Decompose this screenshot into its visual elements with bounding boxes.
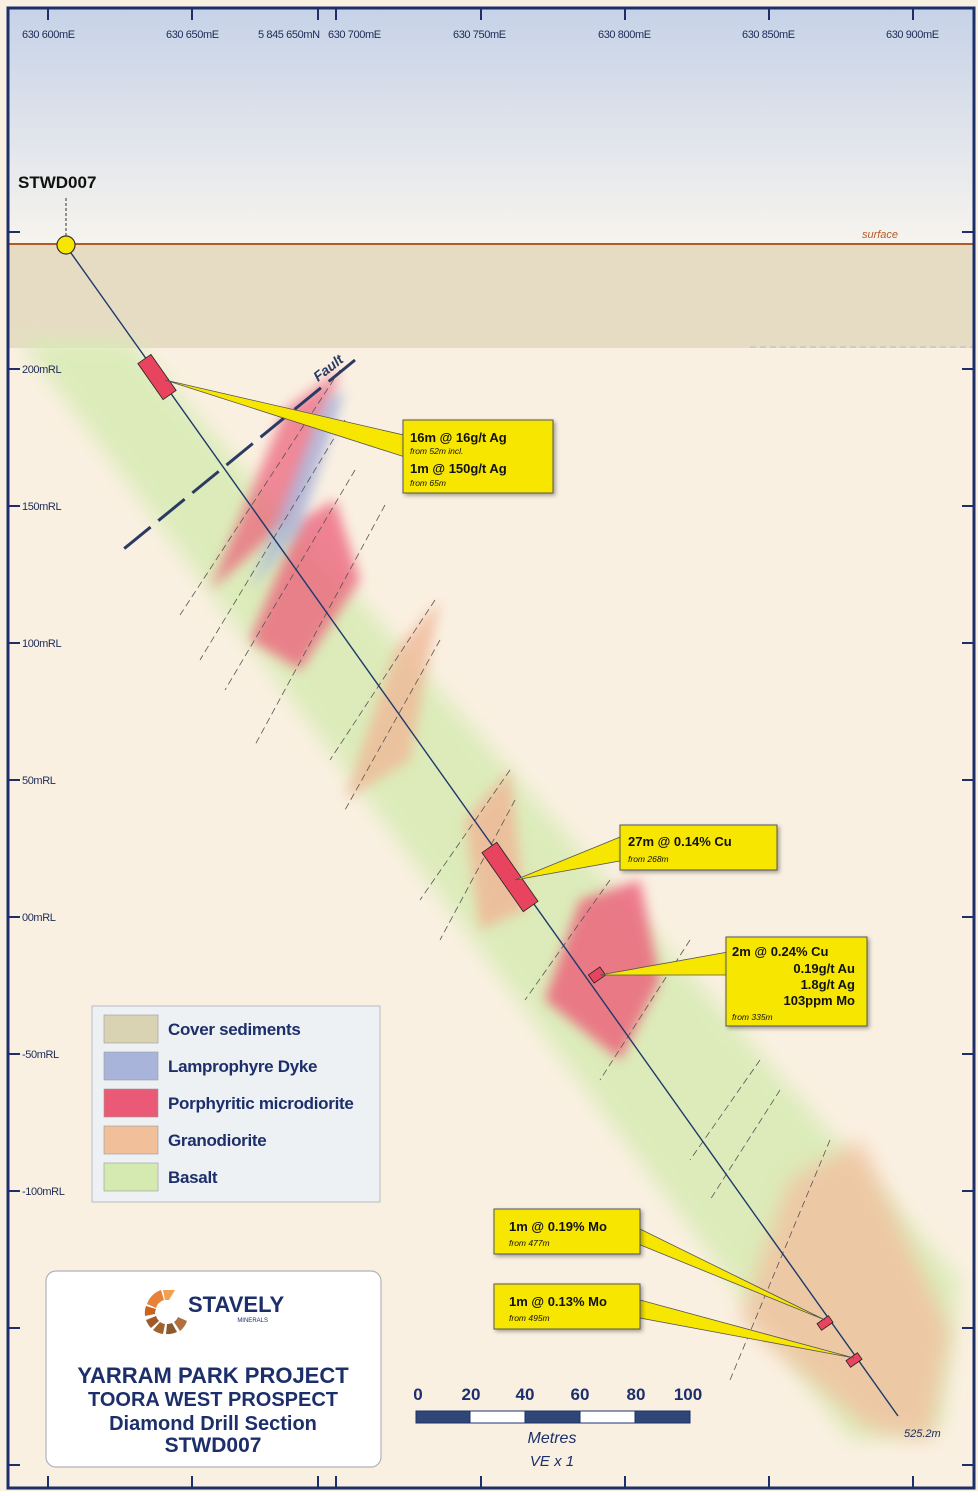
title-line-section: Diamond Drill Section bbox=[109, 1413, 317, 1435]
surface-label: surface bbox=[862, 229, 898, 241]
legend-label: Porphyritic microdiorite bbox=[168, 1094, 354, 1113]
legend-swatch bbox=[103, 1125, 159, 1155]
intercept-marker-2 bbox=[481, 841, 539, 913]
scale-tick-label: 60 bbox=[571, 1385, 590, 1404]
callout-4-sub-1: from 477m bbox=[509, 1238, 550, 1248]
hole-end-depth: 525.2m bbox=[904, 1428, 941, 1440]
scale-seg-5 bbox=[634, 1410, 691, 1424]
callout-5: 1m @ 0.13% Mo from 495m bbox=[493, 1283, 641, 1330]
top-axis-label-6: 630 800mE bbox=[598, 29, 651, 41]
lamprophyre-dyke bbox=[250, 390, 345, 590]
intercept-markers bbox=[137, 353, 863, 1368]
callout-1-sub-2: from 65m bbox=[410, 478, 446, 488]
scale-tick-label: 100 bbox=[674, 1385, 702, 1404]
scale-tick-label: 80 bbox=[627, 1385, 646, 1404]
title-block-box bbox=[45, 1270, 382, 1468]
scale-seg-2 bbox=[469, 1410, 526, 1424]
map-frame bbox=[6, 6, 976, 1490]
callout-4: 1m @ 0.19% Mo from 477m bbox=[493, 1208, 641, 1255]
top-axis: 630 600mE 630 650mE 5 845 650mN 630 700m… bbox=[22, 8, 939, 41]
drill-hole-trace bbox=[65, 245, 899, 1417]
callout-3: 2m @ 0.24% Cu 0.19g/t Au 1.8g/t Ag 103pp… bbox=[725, 936, 868, 1027]
intercept-marker-4 bbox=[816, 1315, 834, 1331]
title-line-hole: STWD007 bbox=[165, 1434, 262, 1457]
callout-1-line-2: 1m @ 150g/t Ag bbox=[410, 461, 507, 476]
cover-sediments-layer bbox=[8, 244, 974, 348]
title-block: STAVELY MINERALS YARRAM PARK PROJECT TOO… bbox=[45, 1270, 382, 1468]
callout-1: 16m @ 16g/t Ag from 52m incl. 1m @ 150g/… bbox=[402, 419, 554, 494]
legend-label: Basalt bbox=[168, 1168, 218, 1187]
granodiorite-zone-3 bbox=[740, 1140, 950, 1440]
legend-label: Granodiorite bbox=[168, 1131, 266, 1150]
callout-3-line-3: 1.8g/t Ag bbox=[801, 977, 855, 992]
scale-tick-label: 40 bbox=[516, 1385, 535, 1404]
top-axis-label-4: 630 700mE bbox=[328, 29, 381, 41]
logo-wordmark: STAVELY bbox=[188, 1292, 285, 1317]
callout-1-sub-1: from 52m incl. bbox=[410, 446, 463, 456]
callout-4-line-1: 1m @ 0.19% Mo bbox=[509, 1219, 607, 1234]
scale-bar: 0 20 40 60 80 100 Metres VE x 1 bbox=[413, 1385, 702, 1470]
legend-swatch bbox=[103, 1051, 159, 1081]
callout-5-sub-1: from 495m bbox=[509, 1313, 550, 1323]
scale-ve-label: VE x 1 bbox=[530, 1453, 574, 1470]
sky-background bbox=[8, 8, 974, 244]
left-axis-label-4: 50mRL bbox=[22, 775, 56, 787]
callout-1-line-1: 16m @ 16g/t Ag bbox=[410, 430, 507, 445]
left-axis-label-5: 00mRL bbox=[22, 912, 56, 924]
callout-2: 27m @ 0.14% Cu from 268m bbox=[619, 824, 778, 871]
callout-3-line-4: 103ppm Mo bbox=[783, 993, 855, 1008]
left-axis-label-3: 100mRL bbox=[22, 638, 61, 650]
scale-tick-label: 20 bbox=[462, 1385, 481, 1404]
scale-seg-4 bbox=[579, 1410, 636, 1424]
left-axis-label-7: -100mRL bbox=[22, 1186, 65, 1198]
top-axis-label-3: 5 845 650mN bbox=[258, 29, 320, 41]
callout-3-line-1: 2m @ 0.24% Cu bbox=[732, 944, 829, 959]
legend-swatch bbox=[103, 1162, 159, 1192]
intercept-marker-5 bbox=[845, 1352, 863, 1368]
legend-label: Cover sediments bbox=[168, 1020, 301, 1039]
fault-line bbox=[119, 358, 356, 554]
title-line-project: YARRAM PARK PROJECT bbox=[77, 1363, 349, 1388]
callout-3-sub-1: from 335m bbox=[732, 1012, 773, 1022]
granodiorite-zone-1 bbox=[345, 600, 440, 800]
legend-swatch bbox=[103, 1088, 159, 1118]
left-axis-label-1: 200mRL bbox=[22, 364, 61, 376]
scale-unit-label: Metres bbox=[528, 1430, 577, 1447]
top-axis-label-5: 630 750mE bbox=[453, 29, 506, 41]
contact-lines bbox=[179, 369, 831, 1381]
hole-collar bbox=[56, 235, 76, 255]
scale-seg-1 bbox=[415, 1410, 471, 1424]
top-axis-label-7: 630 850mE bbox=[742, 29, 795, 41]
scale-tick-label: 0 bbox=[413, 1385, 422, 1404]
top-axis-label-2: 630 650mE bbox=[166, 29, 219, 41]
callout-5-line-1: 1m @ 0.13% Mo bbox=[509, 1294, 607, 1309]
hole-id-label: STWD007 bbox=[18, 173, 96, 192]
top-axis-label-1: 630 600mE bbox=[22, 29, 75, 41]
callout-leaders bbox=[164, 379, 855, 1359]
scale-seg-3 bbox=[524, 1410, 581, 1424]
top-axis-label-8: 630 900mE bbox=[886, 29, 939, 41]
stavely-logo-icon bbox=[144, 1290, 187, 1335]
left-axis: 200mRL 150mRL 100mRL 50mRL 00mRL -50mRL … bbox=[8, 231, 65, 1466]
intercept-marker-1 bbox=[137, 353, 177, 401]
logo-subtext: MINERALS bbox=[237, 1318, 268, 1324]
left-axis-label-2: 150mRL bbox=[22, 501, 61, 513]
microdiorite-zone-2 bbox=[250, 500, 360, 670]
left-axis-label-6: -50mRL bbox=[22, 1049, 59, 1061]
callout-2-line-1: 27m @ 0.14% Cu bbox=[628, 834, 732, 849]
title-line-prospect: TOORA WEST PROSPECT bbox=[88, 1389, 338, 1411]
legend-swatch bbox=[103, 1014, 159, 1044]
intercept-marker-3 bbox=[587, 966, 607, 984]
callout-2-sub-1: from 268m bbox=[628, 854, 669, 864]
bottom-axis-ticks bbox=[47, 1476, 914, 1488]
callout-3-line-2: 0.19g/t Au bbox=[793, 961, 855, 976]
right-axis-ticks bbox=[962, 231, 974, 1466]
legend-label: Lamprophyre Dyke bbox=[168, 1057, 317, 1076]
